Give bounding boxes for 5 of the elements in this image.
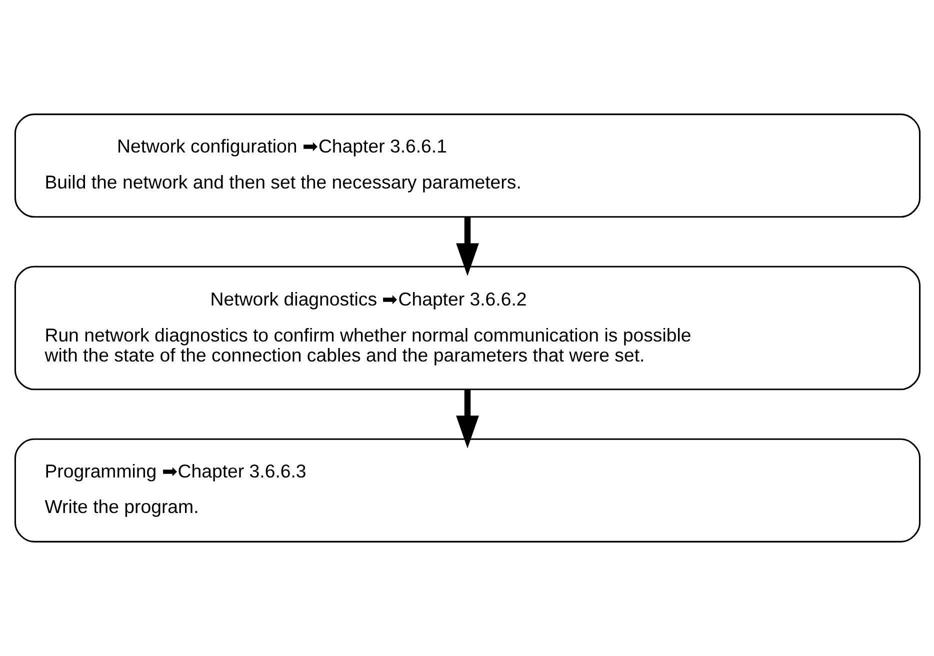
arrow: [456, 390, 478, 448]
arrow: [456, 217, 478, 276]
node-box: Programming ➡Chapter 3.6.6.3 Write the program.: [14, 438, 920, 542]
node-box: Network diagnostics ➡Chapter 3.6.6.2 Run network diagnostics to confirm whether normal communication is possible with the state of the connection cables and the parameters that were set.: [14, 266, 920, 390]
node-box: Network configuration ➡Chapter 3.6.6.1 Build the network and then set the necessary parameters.: [14, 114, 920, 218]
